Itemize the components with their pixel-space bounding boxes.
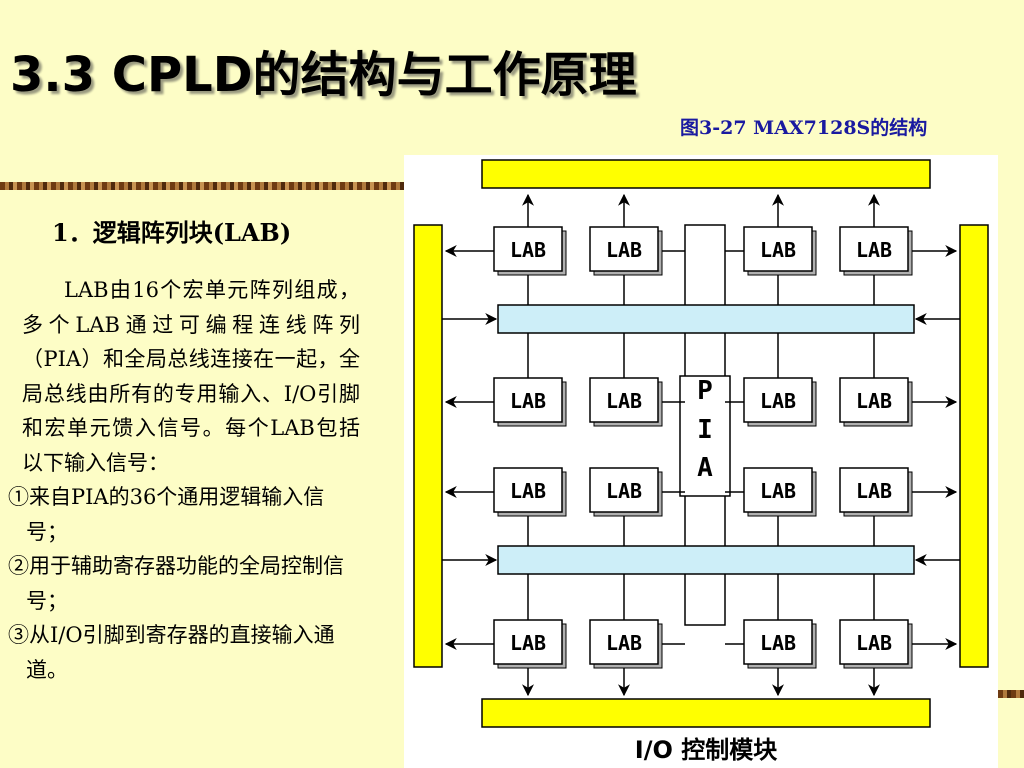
list-item: ③从I/O引脚到寄存器的直接输入通道。 (8, 623, 335, 682)
section-heading: 1．逻辑阵列块(LAB) (52, 218, 292, 247)
lab-block (493, 619, 563, 665)
pia-label-box (679, 375, 731, 497)
lab-label: LAB (760, 479, 796, 503)
lab-block (589, 377, 659, 423)
pia-letter: I (697, 415, 713, 445)
lab-label: LAB (606, 631, 642, 655)
lab-label: LAB (510, 479, 546, 503)
io-block-right (959, 224, 989, 668)
slide-title: 3.3 CPLD的结构与工作原理 (10, 47, 637, 103)
decorative-divider (0, 182, 404, 190)
pia-letter: P (697, 376, 713, 406)
figure-caption: 图3-27 MAX7128S的结构 (680, 117, 928, 139)
lab-block (839, 619, 909, 665)
decorative-divider-right (998, 690, 1024, 698)
lab-block (743, 619, 813, 665)
lab-block (743, 377, 813, 423)
lab-block (839, 467, 909, 513)
list-item: ①来自PIA的36个通用逻辑输入信号； (8, 485, 325, 544)
lab-label: LAB (760, 389, 796, 413)
lab-label: LAB (606, 389, 642, 413)
global-bus-lower (497, 545, 915, 575)
lab-label: LAB (510, 631, 546, 655)
lab-label: LAB (760, 631, 796, 655)
lab-label: LAB (510, 389, 546, 413)
io-control-label: I/O 控制模块 (635, 736, 777, 764)
lab-label: LAB (606, 238, 642, 262)
lab-block (589, 467, 659, 513)
list-item: ②用于辅助寄存器功能的全局控制信号； (8, 554, 344, 613)
lab-block (743, 226, 813, 272)
body-text: LAB由16个宏单元阵列组成， 多个LAB通过可编程连线阵列（PIA）和全局总线… (8, 273, 360, 687)
lab-block (493, 467, 563, 513)
lab-label: LAB (856, 238, 892, 262)
io-block-top (481, 159, 931, 189)
lab-block (493, 226, 563, 272)
diagram-canvas: PIA LAB LAB LAB LAB LAB LAB LAB LAB LAB LAB LAB LAB L… (413, 159, 989, 764)
lab-block (493, 377, 563, 423)
lab-block (743, 467, 813, 513)
io-block-bottom (481, 698, 931, 728)
lab-label: LAB (856, 389, 892, 413)
lab-label: LAB (606, 479, 642, 503)
lab-block (839, 226, 909, 272)
lab-label: LAB (760, 238, 796, 262)
lab-label: LAB (856, 479, 892, 503)
lab-block (589, 226, 659, 272)
lab-label: LAB (510, 238, 546, 262)
lab-description: LAB由16个宏单元阵列组成， 多个LAB通过可编程连线阵列（PIA）和全局总线… (22, 278, 360, 475)
global-bus-upper (497, 304, 915, 334)
lab-label: LAB (856, 631, 892, 655)
pia-letter: A (697, 453, 713, 483)
io-block-left (413, 224, 443, 668)
lab-block (589, 619, 659, 665)
